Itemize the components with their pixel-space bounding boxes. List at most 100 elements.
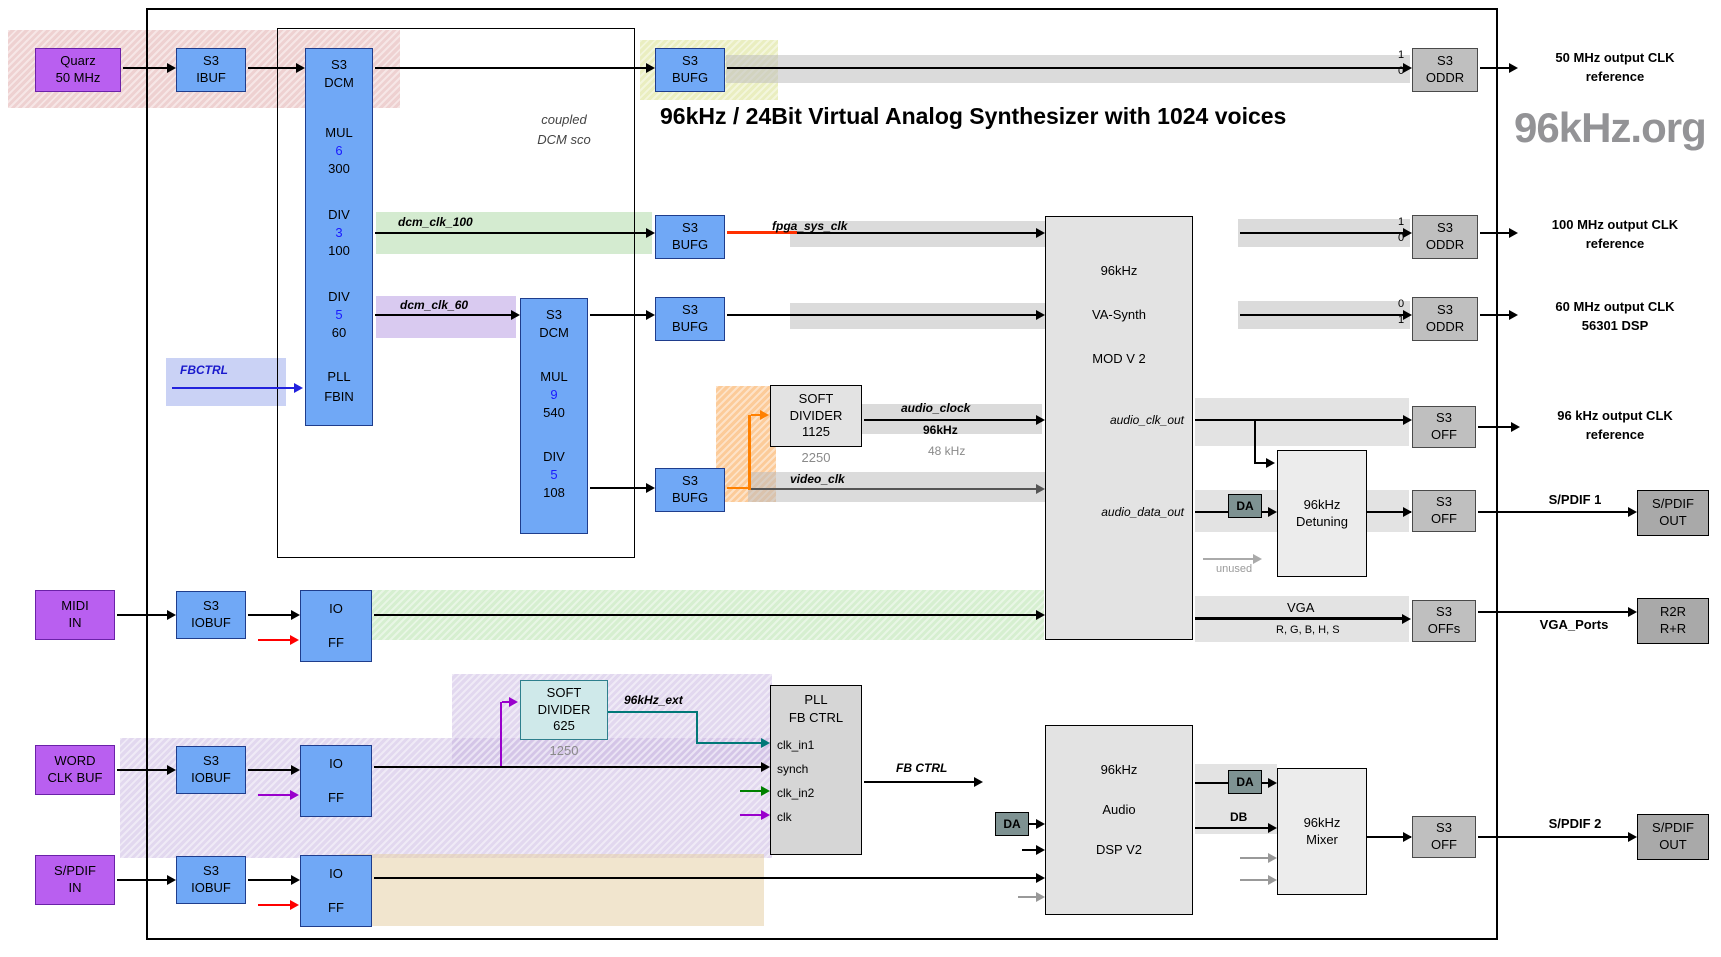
midi-line2: IN — [68, 615, 82, 630]
wire-dsp-in2 — [1022, 849, 1037, 851]
output-60-line1: 60 MHz output CLK — [1555, 299, 1675, 314]
ioff-io: IO — [329, 866, 343, 881]
arrowhead — [761, 786, 770, 796]
offs-line2: OFFs — [1427, 621, 1461, 636]
band-spdif-in — [340, 854, 764, 926]
output-96-line1: 96 kHz output CLK — [1557, 408, 1673, 423]
wire-spdif2-out — [1478, 836, 1629, 838]
da-label: DA — [1003, 817, 1021, 831]
dcm2-s3: S3 — [546, 307, 562, 322]
arrowhead — [291, 765, 300, 775]
wire-oddr50-out — [1480, 67, 1516, 69]
wire-midi-synth — [374, 614, 1037, 616]
arrowhead — [646, 310, 655, 320]
band-video-clk — [748, 472, 1046, 502]
wire-iobuf-ioff — [248, 614, 298, 616]
iobuf-line1: S3 — [203, 753, 219, 769]
midi-line1: MIDI — [61, 598, 89, 614]
vasynth-line3: MOD V 2 — [1092, 351, 1146, 366]
wire-orange-top — [751, 414, 760, 416]
off-line2: OFF — [1431, 511, 1457, 526]
net-dcm-clk-60: dcm_clk_60 — [400, 298, 469, 312]
bufg-line2: BUFG — [671, 70, 709, 85]
block-dcm1: S3 DCM MUL 6 300 DIV 3 100 DIV 5 60 PLL … — [305, 48, 373, 426]
dcm1-mul-out: 300 — [328, 161, 350, 176]
net-unused: unused — [1216, 563, 1253, 575]
dcm2-mul: MUL — [540, 369, 568, 384]
wire-video-clk — [751, 488, 1037, 490]
site-logo: 96kHz.org — [1514, 104, 1707, 151]
output-100-line1: 100 MHz output CLK — [1551, 217, 1679, 232]
softdiv1-value: 1125 — [802, 424, 830, 440]
arrowhead — [167, 610, 176, 620]
oddr100-bit-top: 1 — [1398, 216, 1405, 228]
net-96khz-ext: 96kHz_ext — [624, 693, 683, 707]
off-line1: S3 — [1436, 494, 1452, 510]
output-50-line2: reference — [1585, 68, 1645, 84]
off-line2: OFF — [1431, 837, 1457, 852]
arrowhead — [1403, 228, 1412, 238]
r2r-line2: R+R — [1659, 621, 1687, 636]
wire-da-dsp — [1029, 823, 1037, 825]
arrowhead — [1036, 415, 1045, 425]
dcm1-dcm: DCM — [324, 75, 354, 90]
pllfb-line2: FB CTRL — [788, 710, 844, 725]
arrowhead — [1036, 892, 1045, 902]
wire-oddr100-in — [1240, 232, 1404, 234]
bufg-line1: S3 — [682, 473, 698, 489]
dcm2-dcm: DCM — [539, 325, 569, 340]
arrowhead — [1511, 422, 1520, 432]
iobuf-line1: S3 — [203, 598, 219, 614]
wire-fb-ctrl-out — [864, 781, 975, 783]
ioff-io: IO — [329, 756, 343, 771]
spdifout-line2: OUT — [1659, 837, 1687, 852]
fpga-outer-border — [146, 8, 1498, 940]
block-soft-divider-1125: SOFT DIVIDER 1125 — [770, 385, 862, 447]
wire-oddr60-in — [1240, 314, 1404, 316]
arrowhead — [167, 765, 176, 775]
wire-divider-branch-v — [500, 702, 502, 766]
dcm1-div2: DIV — [328, 289, 350, 304]
diagram-title: 96kHz / 24Bit Virtual Analog Synthesizer… — [660, 103, 1287, 129]
pllfb-line1: PLL — [804, 692, 828, 707]
arrowhead — [1403, 63, 1412, 73]
output-label-50mhz: 50 MHz output CLK reference — [1520, 49, 1710, 87]
wire-spdif-ff-clk — [258, 904, 290, 906]
wire-midi-ff-clk — [258, 639, 290, 641]
coupled-dcm-group-border — [277, 28, 635, 558]
dcm2-div-out: 108 — [543, 485, 565, 500]
softdiv1-alt-value: 2250 — [801, 450, 831, 465]
dcm1-pll: PLL — [327, 369, 351, 384]
wire-mixer-in4 — [1240, 879, 1269, 881]
arrowhead — [1628, 507, 1637, 517]
iobuf-line1: S3 — [203, 863, 219, 879]
dcm1-div1-value: 3 — [335, 225, 343, 240]
oddr-line2: ODDR — [1425, 237, 1465, 252]
wire-iobuf-ioff — [248, 879, 298, 881]
pllfb-port-clk-in1: clk_in1 — [777, 738, 815, 752]
output-60-line2: 56301 DSP — [1581, 317, 1649, 333]
da-tag-mixer: DA — [1228, 770, 1262, 794]
wire-audio-clock — [864, 419, 1037, 421]
wire-clk-in2 — [740, 790, 761, 792]
arrowhead — [1628, 607, 1637, 617]
wire-oddr100-out — [1480, 232, 1516, 234]
note-line2: DCM sco — [537, 132, 591, 148]
bufg-line1: S3 — [682, 302, 698, 318]
softdiv2-alt-value: 1250 — [549, 743, 579, 758]
arrowhead — [296, 63, 305, 73]
da-tag-dsp-in: DA — [995, 812, 1029, 836]
wire-clk-branch-h — [1254, 462, 1268, 464]
wire-dcm-clk-60 — [375, 314, 517, 316]
output-label-60mhz: 60 MHz output CLK 56301 DSP — [1520, 298, 1710, 336]
wire-dcm-bufg50 — [375, 67, 653, 69]
wire-96khz-ext-h2 — [698, 742, 761, 744]
note-line1: coupled — [541, 112, 587, 127]
wire-divider-branch-h — [502, 701, 510, 703]
wire-dcm2-bufg — [590, 314, 653, 316]
